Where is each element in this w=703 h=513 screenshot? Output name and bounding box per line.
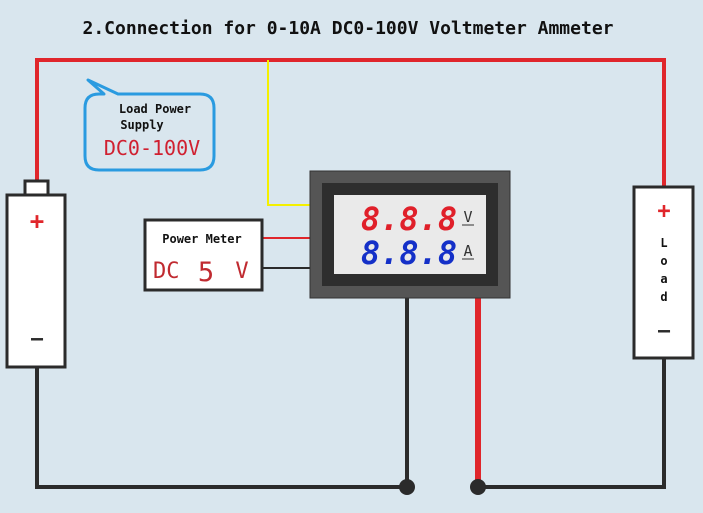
battery-plus-sign: + [30, 207, 44, 235]
power-meter-label: Power Meter [162, 232, 241, 246]
wires [35, 58, 666, 495]
battery-terminal [23, 179, 50, 197]
meter-module: 8.8.8 V 8.8.8 A [309, 170, 511, 299]
bubble-range: DC0-100V [104, 136, 200, 160]
bubble-line1: Load Power [119, 102, 191, 116]
battery: + — [5, 179, 67, 369]
supply-bubble: Load Power Supply DC0-100V [83, 78, 216, 172]
bubble-shape [83, 78, 216, 172]
junction-dot-left [399, 479, 415, 495]
load-letter: d [660, 290, 667, 304]
power-meter-unit: V [235, 259, 248, 284]
red-wire-top [35, 58, 666, 187]
current-unit-label: A [463, 242, 472, 260]
load-body [632, 185, 695, 360]
load-letter: L [660, 236, 667, 250]
voltage-unit-label: V [463, 208, 472, 226]
load: + L o a d — [632, 185, 695, 360]
load-letter: a [660, 272, 667, 286]
bubble-line2: Supply [120, 118, 163, 132]
yellow-wire [267, 60, 310, 206]
load-letter: o [660, 254, 667, 268]
load-minus-sign: — [658, 318, 671, 342]
battery-body [5, 193, 67, 369]
power-meter-dc: DC [153, 259, 180, 284]
diagram-title: 2.Connection for 0-10A DC0-100V Voltmete… [82, 18, 613, 39]
black-wire-load [478, 358, 666, 489]
voltage-digits: 8.8.8 [361, 200, 457, 238]
load-plus-sign: + [657, 199, 670, 224]
power-meter-frame [143, 218, 264, 292]
black-wire-bottom [35, 367, 407, 489]
current-digits: 8.8.8 [361, 234, 457, 272]
junction-dot-right [470, 479, 486, 495]
meter-screen [334, 195, 486, 274]
power-meter-value: 5 [198, 257, 214, 288]
power-meter-box: Power Meter DC 5 V [143, 218, 264, 292]
battery-minus-sign: — [31, 326, 44, 350]
